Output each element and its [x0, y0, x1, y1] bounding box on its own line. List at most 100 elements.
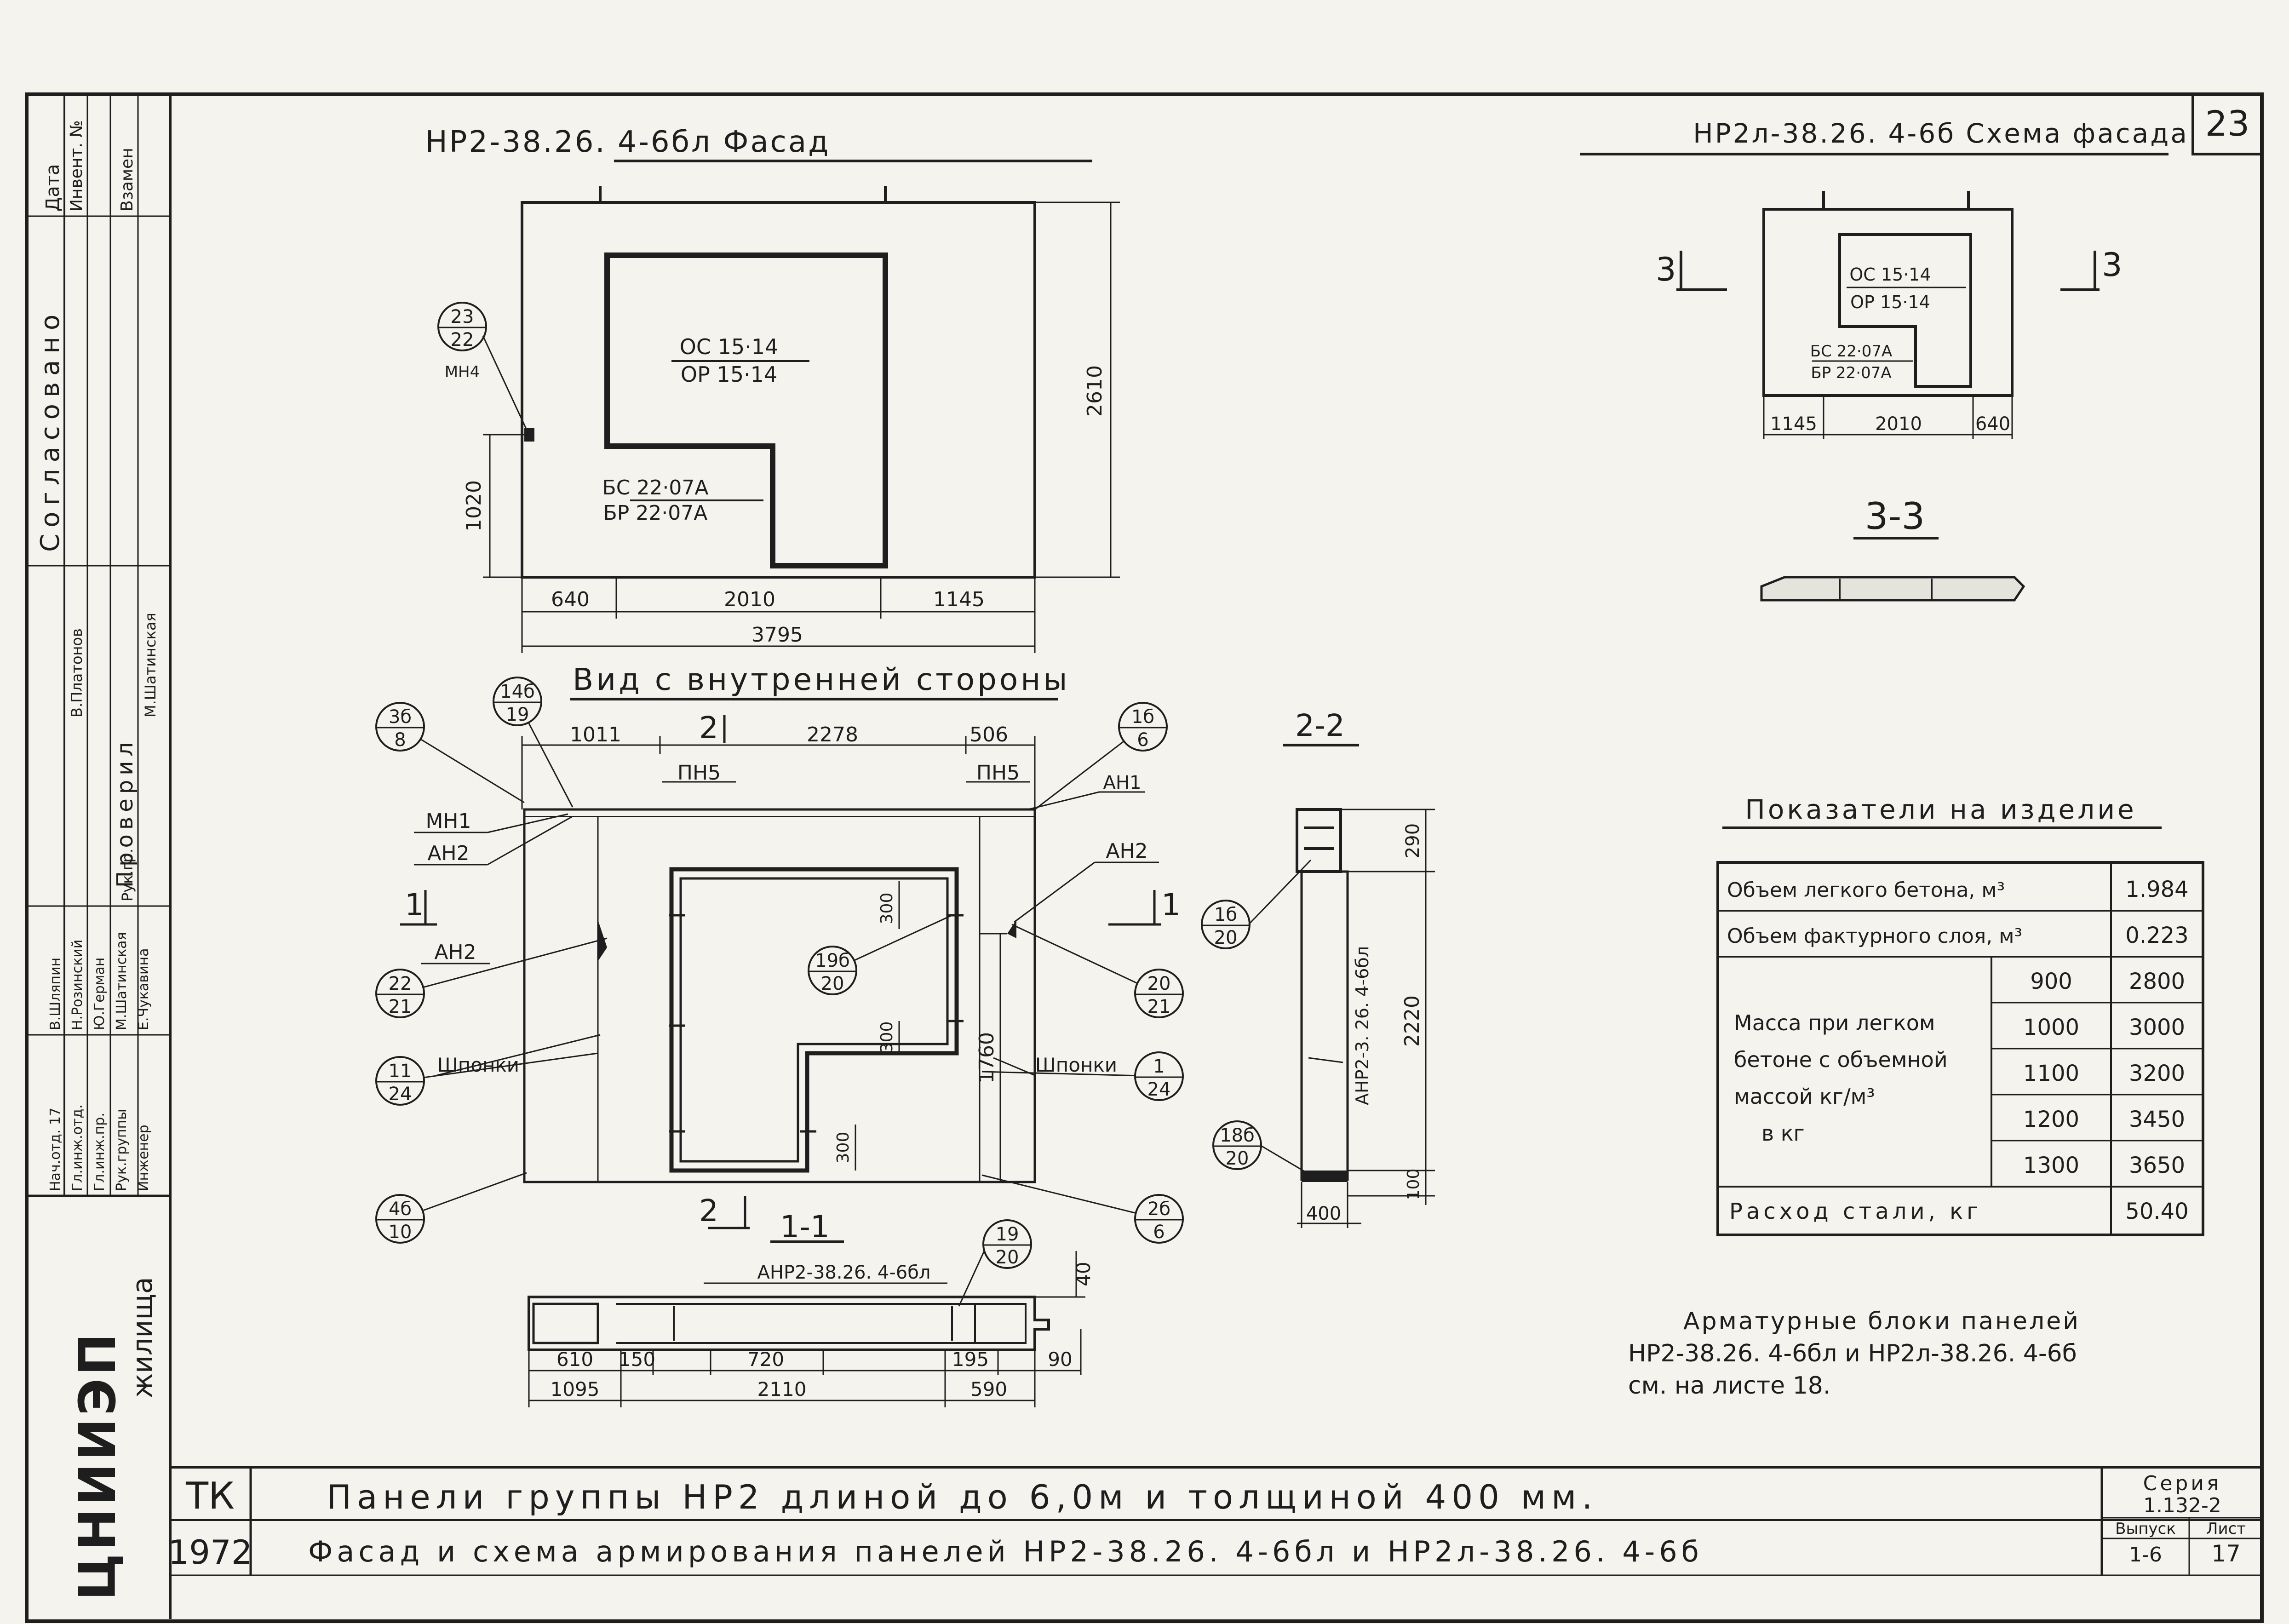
inside-callout-9-bottom: 6	[1153, 1222, 1165, 1243]
inside-mark-1-left: 1	[405, 887, 424, 923]
indicators-row-1-label: Объем фактурного слоя, м³	[1727, 924, 2022, 948]
inside-callout-5-top: 19б	[815, 950, 850, 971]
inside-mark-1-right: 1	[1161, 887, 1181, 923]
inside-view: Вид с внутренней стороны 1011 2278 506 2…	[375, 662, 1184, 1244]
inside-shponki-right: Шпонки	[1035, 1054, 1117, 1076]
inside-dim-300c: 300	[834, 1132, 853, 1164]
facade-mn4-marker	[524, 428, 534, 442]
facade-dim-left: 640	[551, 588, 590, 611]
side-rgr: Рук.гр.	[119, 849, 136, 901]
scheme-section-shape	[1760, 576, 2025, 602]
side-role-3: Рук.группы	[114, 1109, 130, 1191]
inside-callout-6-top: 20	[1147, 973, 1171, 994]
mass-value-3: 3450	[2129, 1107, 2185, 1132]
section22-dim-2220: 2220	[1400, 995, 1424, 1047]
side-agreed: Согласовано	[35, 308, 65, 552]
stamp-series-label: Серия	[2143, 1472, 2222, 1495]
stamp-line-2: Фасад и схема армирования панелей НР2-38…	[308, 1535, 1703, 1568]
mass-value-2: 3200	[2129, 1061, 2185, 1086]
svg-text:20: 20	[1226, 1148, 1249, 1169]
mass-density-1: 1000	[2023, 1015, 2079, 1040]
svg-text:23: 23	[451, 306, 474, 327]
section11-dim-3: 195	[952, 1348, 989, 1371]
sheet-number: 23	[2205, 103, 2250, 144]
facade-dim-mid: 2010	[724, 588, 775, 611]
steel-value: 50.40	[2125, 1199, 2188, 1224]
inside-pn5-left: ПН5	[677, 761, 721, 785]
mass-density-0: 900	[2030, 969, 2072, 994]
section22-dim-100: 100	[1404, 1169, 1423, 1200]
inside-callout-7-top: 1	[1153, 1056, 1165, 1077]
inside-callout-7: 124	[981, 1051, 1184, 1101]
side-name-1: Н.Розинский	[69, 940, 86, 1030]
section22-dim-400: 400	[1306, 1203, 1341, 1224]
side-replace: Взамен	[118, 148, 137, 212]
section11-title: 1-1	[780, 1209, 830, 1245]
facade-dim-right: 1145	[933, 588, 985, 611]
svg-text:19: 19	[996, 1224, 1019, 1245]
inside-callout-0-top: 3б	[389, 706, 412, 728]
stamp-line-1: Панели группы НР2 длиной до 6,0м и толщи…	[327, 1478, 1598, 1516]
mass-label-3: в кг	[1761, 1121, 1805, 1146]
inside-mark-2-top: 2	[699, 710, 718, 746]
mass-density-4: 1300	[2023, 1153, 2079, 1178]
note-line-2: см. на листе 18.	[1628, 1372, 1830, 1400]
indicators-row-1-value: 0.223	[2125, 923, 2188, 948]
facade-dim-total: 3795	[752, 623, 803, 647]
side-signer2: М.Шатинская	[142, 613, 159, 717]
svg-text:22: 22	[451, 329, 474, 350]
mass-label-1: бетоне с объемной	[1734, 1047, 1948, 1072]
side-date: Дата	[42, 164, 63, 212]
svg-text:20: 20	[1214, 927, 1238, 948]
stamp-issue: 1-6	[2129, 1543, 2162, 1567]
scheme-mark-left: 3	[1656, 251, 1676, 288]
mass-density-2: 1100	[2023, 1061, 2079, 1086]
indicators-row-0-label: Объем легкого бетона, м³	[1727, 878, 2005, 902]
scheme-title: НР2л-38.26. 4-6б Схема фасада	[1693, 118, 2189, 149]
facade-view: НР2-38.26. 4-6бл Фасад ОС 15·14 ОР 15·14…	[425, 125, 1120, 653]
facade-panel-outline	[521, 201, 1036, 579]
scheme-door-top: БС 22·07А	[1810, 342, 1892, 361]
sheet-frame	[25, 92, 2264, 1623]
section11-dim-2: 720	[747, 1348, 784, 1371]
scheme-door-bottom: БР 22·07А	[1811, 364, 1891, 382]
scheme-window-bottom: ОР 15·14	[1850, 292, 1930, 312]
section22-callout-a: 1б 20	[1201, 859, 1312, 949]
side-role-4: Инженер	[136, 1125, 152, 1191]
inside-dim-300b: 300	[878, 1021, 896, 1053]
note-block: Арматурные блоки панелей НР2-38.26. 4-6б…	[1628, 1308, 2080, 1400]
org-name: ЦНИИЭП	[68, 1331, 127, 1601]
indicators-title: Показатели на изделие	[1745, 794, 2136, 825]
facade-window-bottom: ОР 15·14	[681, 362, 777, 387]
side-name-4: Е.Чукавина	[136, 948, 152, 1031]
section11-dim-6: 2110	[757, 1378, 807, 1400]
inside-title: Вид с внутренней стороны	[573, 662, 1070, 697]
section11-dim-5: 1095	[551, 1378, 600, 1400]
inside-dim-b: 2278	[807, 723, 858, 746]
inside-mark-2-bottom: 2	[699, 1193, 718, 1228]
side-name-3: М.Шатинская	[114, 932, 130, 1030]
section22-dim-290: 290	[1402, 823, 1423, 858]
inside-callout-6-bottom: 21	[1147, 996, 1171, 1017]
inside-an1: АН1	[1103, 772, 1142, 793]
inside-callout-2-bottom: 6	[1137, 729, 1148, 751]
section11-callout: 19 20	[958, 1219, 1032, 1307]
scheme-view: НР2л-38.26. 4-6б Схема фасада ОС 15·14 О…	[1580, 118, 2189, 602]
mass-value-4: 3650	[2129, 1153, 2185, 1178]
side-checked: Проверил	[112, 738, 138, 888]
inside-callout-8-bottom: 10	[389, 1222, 412, 1243]
inside-callout-3-bottom: 21	[389, 996, 412, 1017]
inside-callout-0-bottom: 8	[394, 729, 406, 751]
inside-callout-0: 3б8	[375, 702, 525, 803]
note-line-0: Арматурные блоки панелей	[1683, 1308, 2080, 1335]
inside-panel-outline	[523, 808, 1036, 1183]
side-inv: Инвент. №	[67, 120, 86, 212]
